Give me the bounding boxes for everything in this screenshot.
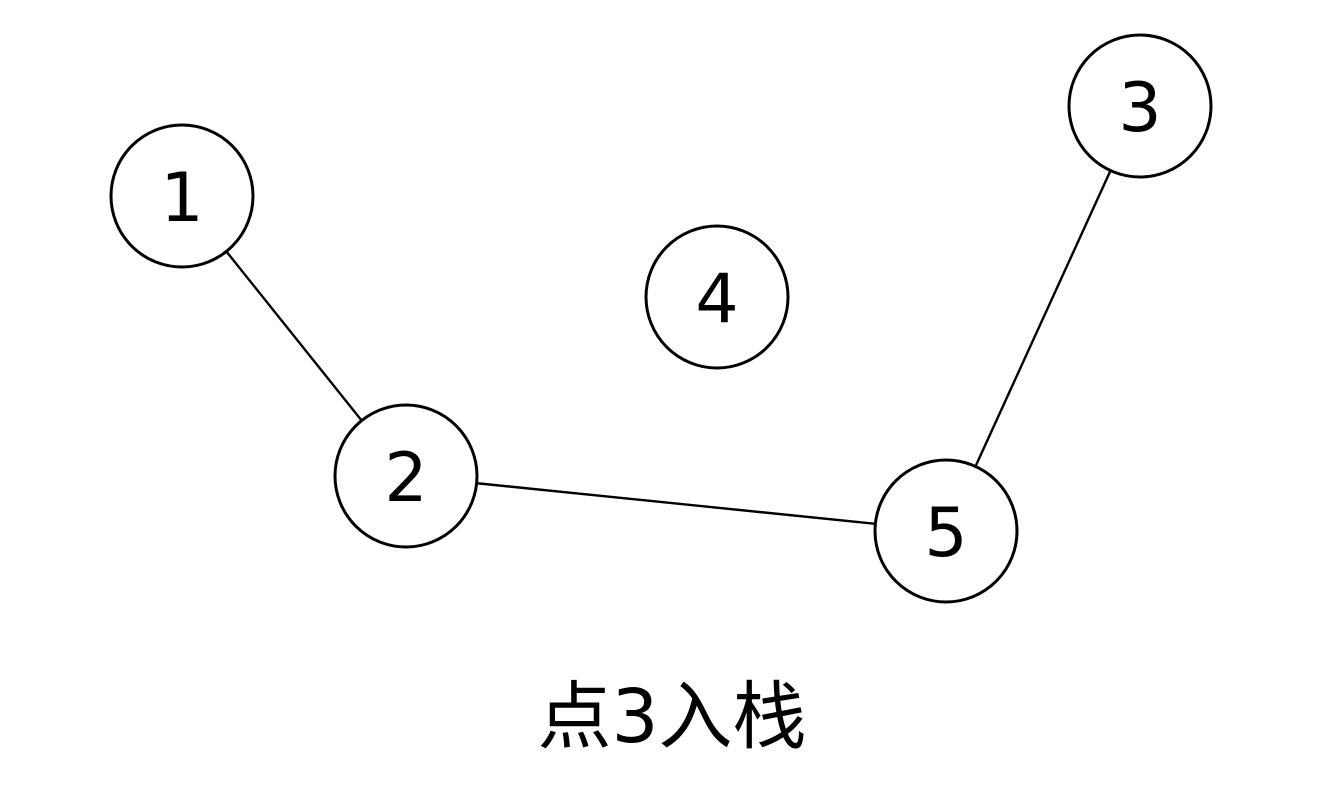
- graph-node-label-1: 1: [160, 159, 203, 238]
- graph-node-label-3: 3: [1118, 69, 1161, 148]
- graph-node-circle-3: [1067, 33, 1213, 179]
- graph-node-circle-5: [873, 458, 1019, 604]
- graph-node-label-5: 5: [924, 494, 967, 573]
- graph-node-1: 1: [109, 123, 255, 269]
- graph-node-circle-1: [109, 123, 255, 269]
- graph-edge-2-5: [405, 474, 947, 533]
- graph-node-label-2: 2: [384, 439, 427, 518]
- graph-node-circle-2: [333, 403, 479, 549]
- graph-node-circle-4: [644, 224, 790, 370]
- graph-node-5: 5: [873, 458, 1019, 604]
- graph-node-3: 3: [1067, 33, 1213, 179]
- graph-node-2: 2: [333, 403, 479, 549]
- graph-node-label-4: 4: [695, 260, 738, 339]
- diagram-caption: 点3入栈: [537, 674, 806, 760]
- graph-node-4: 4: [644, 224, 790, 370]
- graph-edge-5-3: [944, 105, 1142, 532]
- nodes-layer: 1 2 3 4 5: [109, 33, 1213, 604]
